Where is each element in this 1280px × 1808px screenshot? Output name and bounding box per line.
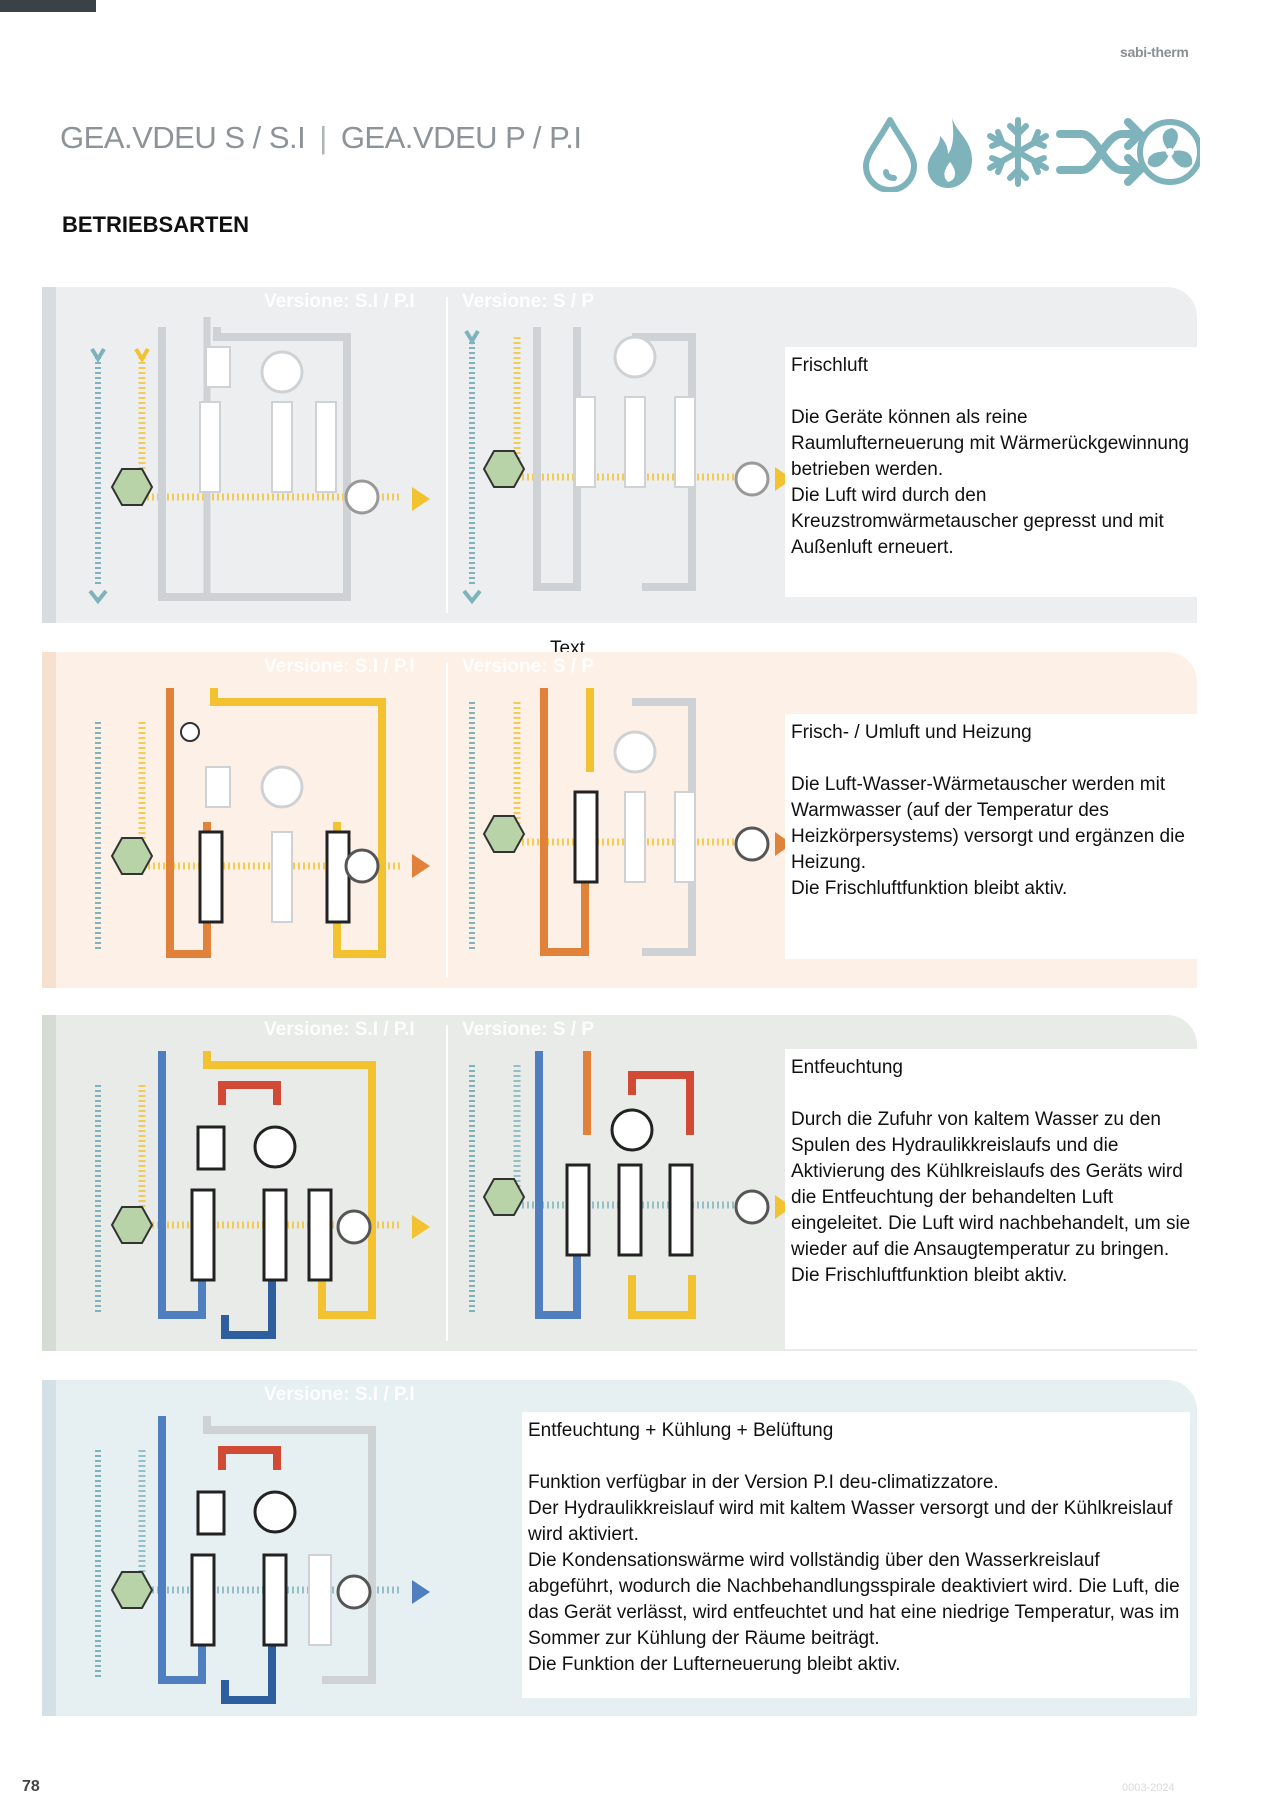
section-heading: BETRIEBSARTEN xyxy=(62,212,250,237)
version-label-left: Versione: S.I / P.I xyxy=(264,1384,415,1405)
mode-title: Entfeuchtung + Kühlung + Belüftung xyxy=(528,1420,834,1441)
mode-panel-dehumidification: Versione: S.I / P.I Versione: S / P Entf… xyxy=(42,1015,1197,1351)
mode-description: Frisch- / Umluft und Heizung Die Luft-Wa… xyxy=(785,714,1197,959)
version-label-left: Versione: S.I / P.I xyxy=(264,1019,415,1040)
diagram-heating xyxy=(95,662,792,978)
snowflake-icon xyxy=(987,117,1049,187)
version-label-right: Versione: S / P xyxy=(462,291,594,312)
mode-body: Funktion verfügbar in der Version P.I de… xyxy=(528,1472,1180,1675)
mode-title: Frisch- / Umluft und Heizung xyxy=(791,722,1032,743)
title-separator: | xyxy=(319,120,327,155)
mode-body: Die Luft-Wasser-Wärmetauscher werden mit… xyxy=(791,774,1185,899)
mode-description: Entfeuchtung + Kühlung + Belüftung Funkt… xyxy=(522,1412,1190,1698)
mode-panel-fresh-air: Versione: S.I / P.I Versione: S / P Fris… xyxy=(42,287,1197,623)
version-label-left: Versione: S.I / P.I xyxy=(264,656,415,677)
diagram-left xyxy=(95,1416,430,1704)
title-right: GEA.VDEU P / P.I xyxy=(340,120,582,155)
version-label-right: Versione: S / P xyxy=(462,1019,594,1040)
page-title: GEA.VDEU S / S.I | GEA.VDEU P / P.I xyxy=(60,120,582,156)
panel-stripe xyxy=(42,287,56,623)
mode-description: Frischluft Die Geräte können als reine R… xyxy=(785,347,1197,597)
diagram-left xyxy=(95,1051,430,1339)
title-left: GEA.VDEU S / S.I xyxy=(60,120,306,155)
diagram-cooling xyxy=(95,1416,430,1704)
page-code: 0003-2024 xyxy=(1122,1782,1175,1794)
version-label-left: Versione: S.I / P.I xyxy=(264,291,415,312)
diagram-right xyxy=(462,327,792,605)
brand-logo: sabi-therm xyxy=(1120,44,1189,60)
mode-title: Entfeuchtung xyxy=(791,1057,903,1078)
diagram-right xyxy=(469,688,792,956)
flame-icon xyxy=(927,118,972,188)
diagram-fresh-air xyxy=(88,297,792,613)
mode-body: Durch die Zufuhr von kaltem Wasser zu de… xyxy=(791,1109,1191,1286)
mode-body: Die Geräte können als reine Raumlufterne… xyxy=(791,407,1190,558)
diagram-dehumidification xyxy=(95,1025,792,1341)
page-number: 78 xyxy=(22,1778,40,1795)
mode-panel-cooling: Versione: S.I / P.I Entfeuchtung + Kühlu… xyxy=(42,1380,1197,1716)
shuffle-arrows-icon xyxy=(1056,118,1146,186)
fan-icon xyxy=(1137,119,1200,185)
diagram-left xyxy=(95,688,430,958)
function-icons xyxy=(863,117,1200,192)
panel-stripe xyxy=(42,1015,56,1351)
version-label-right: Versione: S / P xyxy=(462,656,594,677)
panel-stripe xyxy=(42,1380,56,1716)
water-drop-icon xyxy=(863,117,917,192)
top-corner-bar xyxy=(0,0,96,12)
mode-panel-heating: Versione: S.I / P.I Versione: S / P Fris… xyxy=(42,652,1197,988)
panel-stripe xyxy=(42,652,56,988)
diagram-right xyxy=(469,1051,792,1319)
mode-title: Frischluft xyxy=(791,355,869,376)
mode-description: Entfeuchtung Durch die Zufuhr von kaltem… xyxy=(785,1049,1197,1349)
diagram-left xyxy=(88,317,430,605)
